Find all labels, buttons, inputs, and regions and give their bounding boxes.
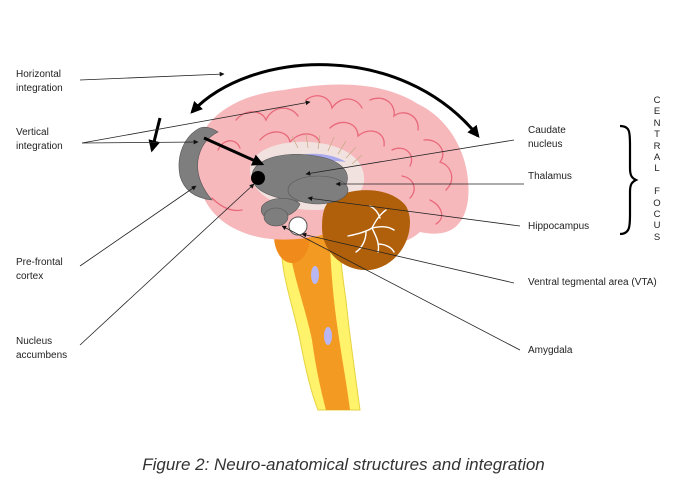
central-focus-brace [619,124,639,236]
horizontal-integration-arrow [190,63,480,138]
leader-lines [79,71,524,351]
figure-caption: Figure 2: Neuro-anatomical structures an… [142,455,545,474]
label-amygdala: Amygdala [528,345,573,356]
vertical-integration-arrow [148,117,162,153]
thalamus [287,175,349,205]
label-vertical-integration: Vertical integration [16,127,63,152]
brainstem-spot [324,327,332,345]
amygdala [288,216,308,236]
central-focus-label: C E N T R A L F O C U S [653,95,661,243]
hippocampus-tail [263,207,289,227]
prefrontal-to-striatum-arrow [203,136,265,166]
label-horizontal-integration: Horizontal integration [16,69,63,94]
brainstem-spot [311,266,319,284]
brainstem [287,220,350,410]
label-hippocampus: Hippocampus [528,221,590,232]
label-nucleus-accumbens: Nucleus accumbens [16,336,68,361]
nucleus-accumbens [251,171,265,185]
label-caudate-nucleus: Caudate nucleus [528,125,566,150]
cerebellum [322,190,410,271]
label-prefrontal-cortex: Pre-frontal cortex [16,257,63,282]
label-vta: Ventral tegmental area (VTA) [528,277,657,288]
label-thalamus: Thalamus [528,171,572,182]
